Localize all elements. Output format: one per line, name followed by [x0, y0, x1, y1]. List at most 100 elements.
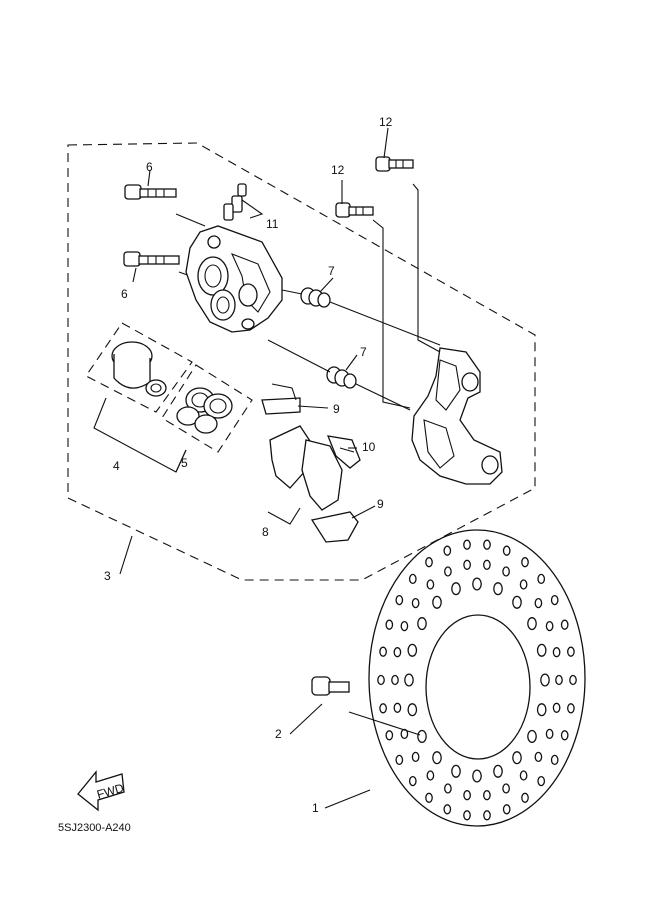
- disc-hole: [444, 566, 452, 577]
- disc-hole: [545, 728, 554, 740]
- disc-hole: [550, 594, 559, 606]
- disc-hole: [569, 674, 577, 686]
- disc-hole: [444, 783, 452, 794]
- brake-pads: [269, 425, 343, 511]
- callout-9-lower: 9: [377, 497, 384, 511]
- disc-hole: [411, 597, 420, 609]
- callout-9-upper: 9: [333, 402, 340, 416]
- disc-hole: [483, 790, 491, 801]
- callout-7-upper: 7: [328, 264, 335, 278]
- disc-hole: [385, 619, 394, 630]
- disc-hole: [463, 790, 471, 801]
- disc-hole: [537, 775, 546, 787]
- pad-spring: [326, 435, 361, 469]
- disc-hole: [512, 595, 522, 609]
- disc-hole: [443, 804, 452, 815]
- disc-hole: [385, 730, 394, 741]
- disc-hole: [426, 770, 435, 781]
- piston-group-boundary: [85, 322, 193, 413]
- disc-hole: [443, 545, 452, 556]
- slide-pin-boot-upper: [300, 287, 331, 308]
- disc-hole: [502, 545, 511, 556]
- disc-hole: [379, 703, 387, 714]
- disc-hole: [521, 792, 529, 803]
- disc-hole: [537, 573, 546, 585]
- disc-hole: [463, 539, 471, 550]
- caliper-bracket: [411, 347, 503, 485]
- disc-hole: [502, 783, 510, 794]
- disc-hole: [502, 804, 511, 815]
- disc-hole: [463, 810, 471, 821]
- disc-hole: [560, 619, 569, 630]
- pad-support-upper: [261, 383, 301, 415]
- disc-hole: [432, 595, 442, 609]
- callout-6-lower: 6: [121, 287, 128, 301]
- bracket-bolt-upper: [375, 156, 414, 172]
- callout-2: 2: [275, 727, 282, 741]
- callout-3: 3: [104, 569, 111, 583]
- callout-4: 4: [113, 459, 120, 473]
- disc-hole: [407, 643, 418, 657]
- disc-hole: [417, 617, 427, 631]
- disc-hole: [512, 751, 522, 765]
- disc-hole: [404, 673, 414, 687]
- disc-hole: [425, 792, 433, 803]
- disc-hole: [393, 647, 402, 658]
- disc-hole: [527, 617, 537, 631]
- disc-hole: [472, 577, 482, 591]
- callout-1: 1: [312, 801, 319, 815]
- callout-11: 11: [266, 217, 279, 231]
- caliper-assembly-boundary: [67, 142, 536, 581]
- bleed-screw: [223, 183, 247, 221]
- disc-hole: [391, 674, 399, 686]
- disc-hole: [567, 646, 575, 657]
- disc-hole: [536, 643, 547, 657]
- disc-hole: [400, 620, 409, 632]
- drawing-code: 5SJ2300-A240: [58, 822, 131, 834]
- disc-hole: [463, 559, 471, 570]
- callout-12-upper: 12: [379, 115, 393, 129]
- disc-hole: [395, 594, 404, 606]
- callout-5: 5: [181, 456, 188, 470]
- caliper-bolt-lower: [123, 251, 180, 267]
- disc-hole: [426, 579, 435, 590]
- disc-hole: [540, 673, 550, 687]
- callout-12-lower: 12: [331, 163, 345, 177]
- disc-hole: [560, 730, 569, 741]
- piston: [111, 341, 167, 397]
- disc-hole: [534, 751, 543, 763]
- disc-hole: [408, 775, 417, 787]
- disc-hole: [536, 703, 547, 717]
- disc-hole: [527, 729, 537, 743]
- disc-hole: [408, 573, 417, 585]
- disc-hole: [472, 769, 482, 783]
- disc-hole: [483, 559, 491, 570]
- disc-hole: [393, 702, 402, 713]
- disc-hole: [521, 557, 529, 568]
- caliper-body: [185, 225, 283, 333]
- disc-hole: [502, 566, 510, 577]
- disc-hole: [377, 674, 385, 686]
- disc-hole: [451, 582, 461, 596]
- disc-hole: [550, 754, 559, 766]
- callout-8: 8: [262, 525, 269, 539]
- brake-disc-holes: [377, 539, 577, 821]
- disc-hole: [552, 702, 561, 713]
- callout-6-upper: 6: [146, 160, 153, 174]
- disc-hole: [555, 674, 563, 686]
- disc-hole: [379, 646, 387, 657]
- caliper-bolt-upper: [124, 184, 177, 200]
- disc-hole: [567, 703, 575, 714]
- disc-hole: [425, 557, 433, 568]
- disc-hole: [483, 810, 491, 821]
- disc-hole: [493, 764, 503, 778]
- disc-hole: [483, 539, 491, 550]
- bracket-bolt-lower: [335, 202, 374, 218]
- disc-hole: [451, 764, 461, 778]
- disc-hole: [552, 647, 561, 658]
- callout-10: 10: [362, 440, 376, 454]
- disc-hole: [493, 582, 503, 596]
- disc-hole: [519, 579, 528, 590]
- disc-hole: [417, 729, 427, 743]
